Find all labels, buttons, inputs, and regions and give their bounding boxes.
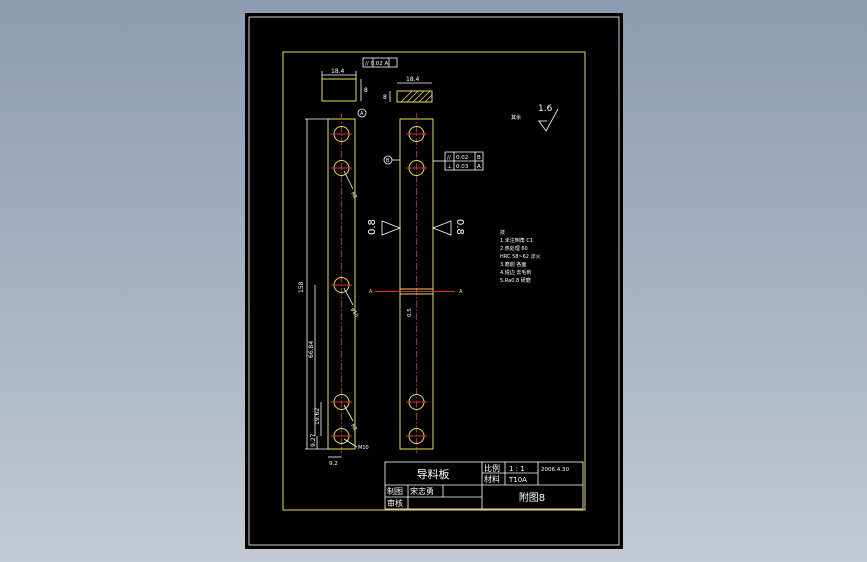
tech-notes: 技 1.未注倒角 C1 2.热处理 60 HRC 58~62 淬火 3.磨削 各… — [500, 229, 541, 284]
inner-border — [282, 51, 586, 511]
dim-05: 0.5 — [407, 308, 413, 317]
note-line: 1.未注倒角 C1 — [500, 237, 533, 244]
tol-r1-datum: B — [477, 155, 481, 161]
dim-hole-1: R8 — [349, 191, 358, 200]
scale-label: 比例 — [484, 463, 500, 473]
drawn-name: 宋志勇 — [410, 486, 434, 496]
drawing-number: 附图8 — [519, 491, 545, 504]
title-block — [384, 461, 584, 510]
date: 2006.4.30 — [541, 467, 569, 473]
roughness-16: 1.6 — [538, 104, 553, 114]
dim-top-width-right: 18.4 — [406, 76, 420, 83]
right-top-block — [396, 90, 433, 103]
left-view — [305, 57, 398, 458]
datum-b-label: B — [386, 158, 390, 164]
tol-box-top — [362, 57, 398, 68]
note-line: 2.热处理 60 — [500, 245, 528, 252]
datum-a-label: A — [360, 111, 364, 117]
dim-top-height-right: 8 — [383, 94, 387, 101]
right-holes — [406, 126, 427, 444]
left-top-block — [321, 78, 357, 102]
material-value: T10A — [508, 476, 527, 484]
roughness-symbol — [538, 108, 559, 132]
datum-a-circle — [357, 108, 367, 118]
check-label: 审核 — [387, 498, 403, 508]
dim-hole-3: R8 — [349, 423, 358, 432]
note-line: 4.锐边 去毛刺 — [500, 269, 531, 276]
tol-r2-sym: ⊥ — [447, 164, 452, 170]
dim-top-width-left: 18.4 — [331, 68, 345, 75]
roughness-08-left: 0.8 — [367, 219, 378, 235]
roughness-08-right: 0.8 — [454, 219, 465, 235]
dim-6684: 66.84 — [308, 341, 315, 358]
note-line: 技 — [500, 229, 505, 236]
roughness-triangle-right — [431, 220, 452, 236]
note-line: HRC 58~62 淬火 — [500, 253, 541, 260]
tol-r2-val: 0.03 — [456, 164, 469, 170]
right-view — [375, 82, 484, 453]
dim-thread: M10 — [358, 445, 369, 451]
engineering-drawing: 18.4 18.4 8 8 // 0.02 A A B 158 66.84 19… — [248, 16, 620, 546]
tol-top-text: // 0.02 A — [365, 61, 388, 67]
tol-r2-datum: A — [477, 164, 481, 170]
outer-frame — [248, 16, 620, 546]
scale-value: 1 : 1 — [509, 465, 525, 473]
drawn-label: 制图 — [387, 486, 403, 496]
dim-top-height-left: 8 — [364, 87, 368, 94]
hatch — [400, 90, 433, 103]
dim-927: 9.27 — [310, 433, 317, 447]
drawing-sheet: 18.4 18.4 8 8 // 0.02 A A B 158 66.84 19… — [245, 13, 623, 549]
title-block-text: 导料板 比例 1 : 1 2006.4.30 材料 T10A 制图 宋志勇 审核… — [387, 463, 569, 508]
section-a-right: A — [459, 289, 463, 295]
dim-total: 158 — [298, 281, 305, 293]
tol-r1-val: 0.02 — [456, 155, 468, 161]
dim-92: 9.2 — [329, 461, 338, 467]
tol-r1-sym: // — [447, 155, 451, 161]
roughness-other-label: 其余 — [511, 114, 521, 121]
left-holes — [331, 126, 352, 444]
dim-hole-2: φ10 — [349, 307, 359, 318]
dim-1962: 19.62 — [314, 408, 321, 425]
part-name: 导料板 — [417, 467, 450, 481]
note-line: 5.Ra0.8 研磨 — [500, 277, 531, 284]
roughness-triangle-left — [381, 220, 402, 236]
material-label: 材料 — [484, 474, 500, 484]
note-line: 3.磨削 各面 — [500, 261, 526, 268]
section-a-left: A — [369, 289, 373, 295]
